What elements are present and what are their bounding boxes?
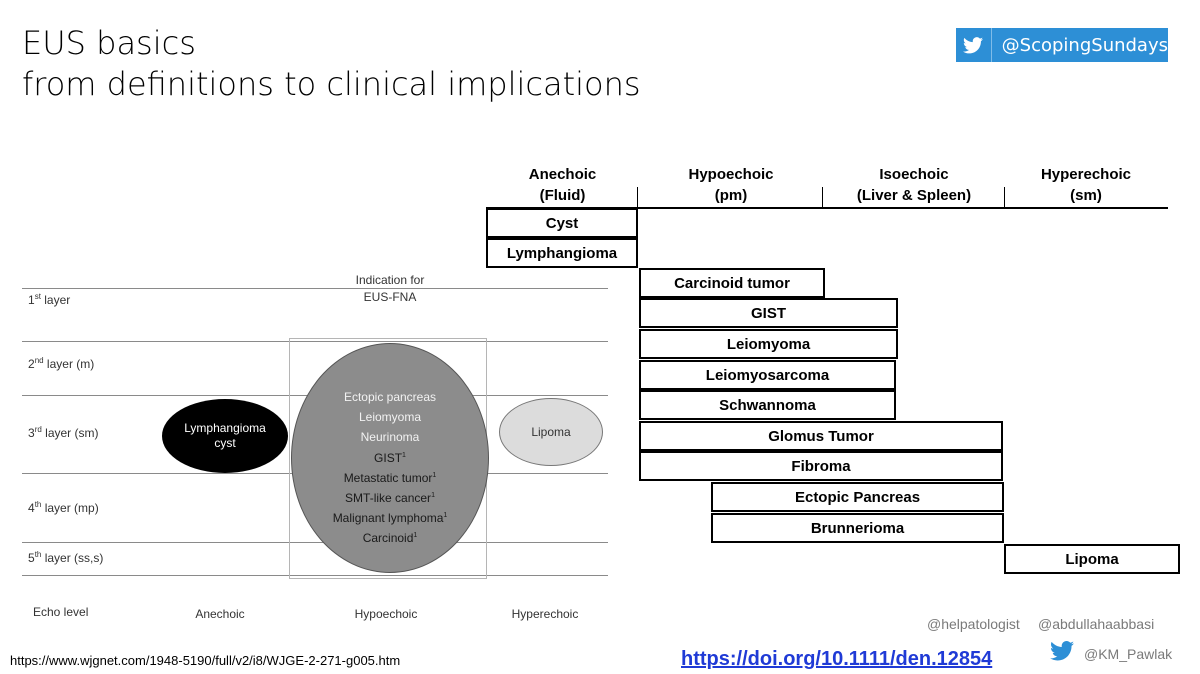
range-bar-ectopic-pancreas: Ectopic Pancreas [711, 482, 1004, 512]
hypoechoic-lesion-circle [291, 343, 489, 573]
hypoechoic-lesion-list: Ectopic pancreas Leiomyoma Neurinoma GIS… [291, 386, 489, 548]
lipoma-label: Lipoma [531, 425, 571, 439]
lesion-item: Ectopic pancreas [343, 390, 437, 404]
lesion-item: GIST1 [374, 450, 406, 465]
source-url: https://www.wjgnet.com/1948-5190/full/v2… [10, 653, 401, 668]
header-rule [486, 207, 1168, 209]
lipoma-ellipse: Lipoma [499, 398, 603, 466]
x-label-hypoechoic: Hypoechoic [354, 607, 418, 621]
range-bar-lymphangioma: Lymphangioma [486, 238, 638, 268]
twitter-handle-badge[interactable]: @ScopingSundays [956, 28, 1168, 62]
range-bar-cyst: Cyst [486, 208, 638, 238]
x-label-anechoic: Anechoic [195, 607, 245, 621]
credit-km-pawlak-text: @KM_Pawlak [1084, 645, 1173, 662]
indication-label-line2: EUS-FNA [363, 290, 417, 304]
layer-label-3: 3rd layer (sm) [28, 425, 99, 440]
layer-label-2: 2nd layer (m) [28, 356, 95, 371]
range-bar-brunnerioma: Brunnerioma [711, 513, 1004, 543]
credit-abdullahaabbasi: @abdullahaabbasi [1038, 616, 1155, 632]
layer-boundary-5 [22, 542, 608, 543]
range-bar-lipoma: Lipoma [1004, 544, 1180, 574]
layer-boundary-1 [22, 288, 608, 289]
range-bar-schwannoma: Schwannoma [639, 390, 896, 420]
lesion-item: Malignant lymphoma1 [332, 511, 448, 526]
echo-level-label: Echo level [33, 605, 89, 619]
x-label-hyperechoic: Hyperechoic [511, 607, 579, 621]
range-bar-carcinoid-tumor: Carcinoid tumor [639, 268, 825, 298]
twitter-bird-icon [956, 28, 992, 62]
lymphangioma-cyst-ellipse: Lymphangioma cyst [162, 399, 288, 473]
column-header-anechoic: Anechoic(Fluid) [528, 166, 597, 204]
layer-label-5: 5th layer (ss,s) [28, 550, 104, 565]
twitter-bird-icon [1050, 641, 1074, 666]
range-bar-glomus-tumor: Glomus Tumor [639, 421, 1003, 451]
column-header-isoechoic: Isoechoic(Liver & Spleen) [856, 166, 972, 204]
lymphangioma-label-line2: cyst [214, 436, 236, 450]
layer-label-4: 4th layer (mp) [28, 500, 99, 515]
lesion-item: Neurinoma [360, 430, 420, 445]
column-header-hypoechoic: Hypoechoic(pm) [688, 166, 774, 204]
credit-helpatologist: @helpatologist [927, 616, 1020, 632]
range-bar-fibroma: Fibroma [639, 451, 1003, 481]
twitter-handle-text: @ScopingSundays [1001, 34, 1168, 56]
lesion-item: Metastatic tumor1 [343, 470, 437, 485]
range-bar-gist: GIST [639, 298, 898, 328]
lesion-item: Leiomyoma [358, 410, 422, 425]
column-divider [1004, 187, 1005, 207]
column-header-hyperechoic: Hyperechoic(sm) [1040, 166, 1132, 204]
credit-km-pawlak: @KM_Pawlak [1050, 641, 1172, 666]
lesion-item: Carcinoid1 [362, 531, 418, 546]
column-divider [637, 187, 638, 207]
doi-link[interactable]: https://doi.org/10.1111/den.12854 [681, 648, 993, 670]
lesion-item: SMT-like cancer1 [345, 491, 435, 506]
layer-boundary-6 [22, 575, 608, 576]
column-divider [822, 187, 823, 207]
indication-label-line1: Indication for [355, 273, 425, 287]
layer-boundary-2 [22, 341, 608, 342]
range-bar-leiomyosarcoma: Leiomyosarcoma [639, 360, 896, 390]
lymphangioma-label-line1: Lymphangioma [184, 421, 266, 435]
slide-subtitle: from definitions to clinical implication… [22, 65, 641, 103]
slide-title: EUS basics [22, 24, 196, 62]
range-bar-leiomyoma: Leiomyoma [639, 329, 898, 359]
layer-label-1: 1st layer [28, 292, 71, 307]
